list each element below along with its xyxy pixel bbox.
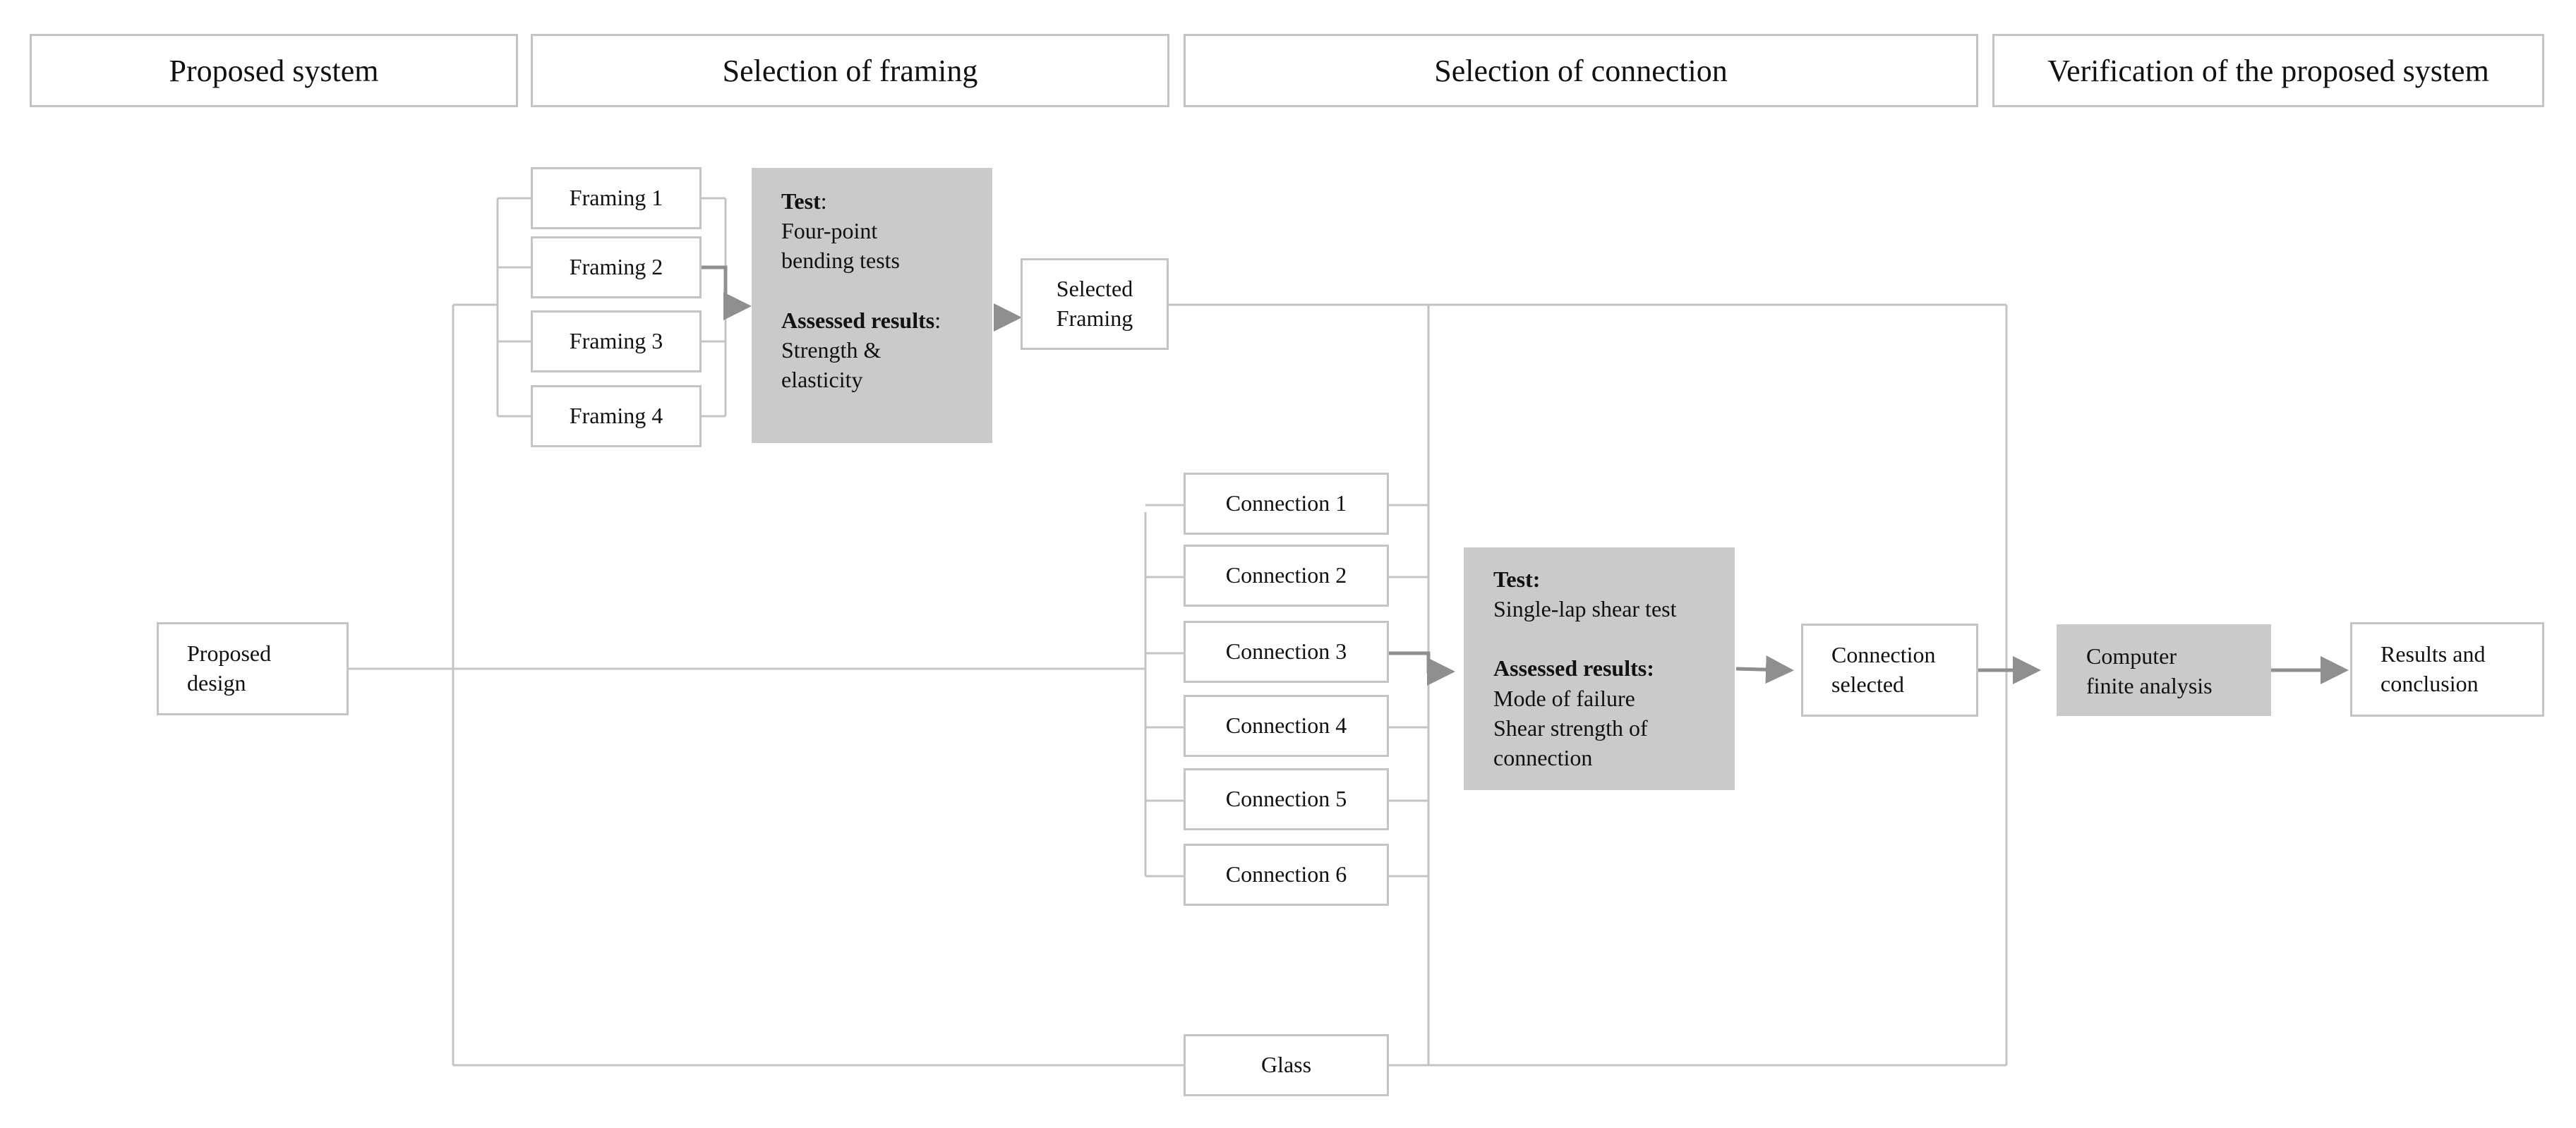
connection-assessed-line-3: connection — [1493, 745, 1593, 771]
selected-framing-line-2: Framing — [1056, 305, 1133, 331]
proposed-design-box: Proposed design — [157, 622, 349, 715]
framing-4-box: Framing 4 — [531, 385, 702, 447]
connection-4-box: Connection 4 — [1184, 695, 1389, 757]
framing-test-box: Test: Four-point bending tests Assessed … — [752, 168, 992, 443]
connection-assessed-line-1: Mode of failure — [1493, 685, 1635, 711]
results-line-1: Results and — [2381, 641, 2486, 667]
selected-framing-line-1: Selected — [1056, 276, 1133, 302]
framing-1-box: Framing 1 — [531, 167, 702, 229]
computer-analysis-box: Computer finite analysis — [2057, 624, 2271, 716]
connection-test-heading: Test: — [1493, 566, 1541, 592]
glass-box: Glass — [1184, 1034, 1389, 1096]
header-selection-of-connection: Selection of connection — [1184, 34, 1978, 107]
framing-assessed-heading: Assessed results: — [781, 307, 941, 333]
connection-test-box: Test: Single-lap shear test Assessed res… — [1464, 547, 1735, 790]
connection-selected-box: Connection selected — [1801, 624, 1978, 717]
framing-test-line-1: Four-point — [781, 218, 878, 244]
proposed-design-line-1: Proposed — [187, 641, 272, 667]
connection-test-line-1: Single-lap shear test — [1493, 596, 1677, 622]
header-selection-of-framing: Selection of framing — [531, 34, 1169, 107]
framing-test-line-2: bending tests — [781, 248, 900, 274]
results-box: Results and conclusion — [2350, 622, 2544, 717]
connection-assessed-line-2: Shear strength of — [1493, 715, 1648, 741]
connection-5-box: Connection 5 — [1184, 768, 1389, 830]
connection-1-box: Connection 1 — [1184, 473, 1389, 535]
framing-assessed-line-2: elasticity — [781, 367, 863, 393]
connection-selected-line-2: selected — [1831, 672, 1905, 697]
framing-test-heading: Test: — [781, 188, 827, 214]
connection-assessed-heading: Assessed results: — [1493, 655, 1654, 681]
framing-3-box: Framing 3 — [531, 310, 702, 372]
computer-analysis-line-1: Computer — [2086, 643, 2177, 669]
framing-assessed-line-1: Strength & — [781, 336, 881, 363]
computer-analysis-line-2: finite analysis — [2086, 673, 2213, 699]
connection-2-box: Connection 2 — [1184, 545, 1389, 607]
proposed-design-line-2: design — [187, 670, 246, 696]
header-proposed-system: Proposed system — [30, 34, 518, 107]
connection-selected-line-1: Connection — [1831, 642, 1936, 668]
framing-2-box: Framing 2 — [531, 236, 702, 298]
connection-6-box: Connection 6 — [1184, 844, 1389, 906]
selected-framing-box: Selected Framing — [1021, 258, 1169, 350]
results-line-2: conclusion — [2381, 671, 2479, 696]
connection-3-box: Connection 3 — [1184, 621, 1389, 683]
header-verification: Verification of the proposed system — [1992, 34, 2544, 107]
